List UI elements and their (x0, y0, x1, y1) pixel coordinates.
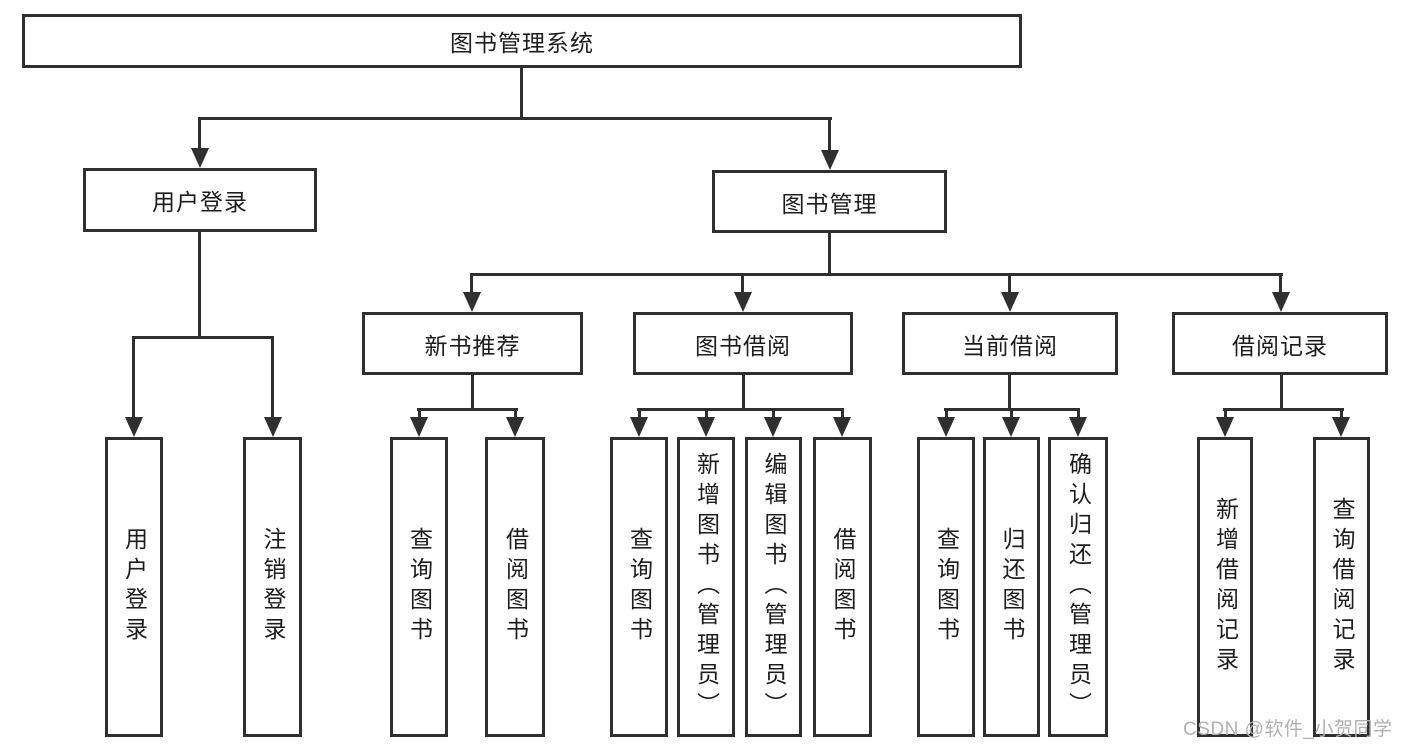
leaf-borrow-books: 借阅图书 (813, 437, 872, 737)
connector-line (471, 375, 474, 411)
arrowhead-down-icon (1002, 417, 1020, 437)
node-book-borrowing: 图书借阅 (633, 312, 853, 375)
node-book-management: 图书管理 (712, 170, 947, 233)
connector-line (418, 408, 421, 418)
leaf-return-books-label: 归还图书 (999, 527, 1025, 647)
connector-line (1008, 273, 1011, 293)
node-new-book-recommend: 新书推荐 (362, 312, 583, 375)
connector-line (198, 232, 201, 339)
leaf-query-borrow-record: 查询借阅记录 (1313, 437, 1370, 737)
arrowhead-down-icon (506, 417, 524, 437)
connector-line (271, 336, 274, 418)
arrowhead-down-icon (734, 292, 752, 312)
leaf-add-borrow-record: 新增借阅记录 (1197, 437, 1253, 737)
connector-line (1279, 273, 1282, 293)
leaf-logout-label: 注销登录 (260, 527, 286, 647)
leaf-user-login-label: 用户登录 (121, 527, 148, 647)
connector-line (198, 117, 832, 120)
connector-line (417, 408, 518, 411)
arrowhead-down-icon (833, 417, 851, 437)
leaf-logout: 注销登录 (243, 437, 302, 737)
arrowhead-down-icon (821, 150, 839, 170)
arrowhead-down-icon (125, 417, 143, 437)
node-user-login: 用户登录 (83, 168, 317, 232)
connector-line (772, 408, 775, 418)
connector-line (638, 408, 641, 418)
connector-line (1077, 408, 1080, 418)
connector-line (198, 117, 201, 149)
arrowhead-down-icon (463, 292, 481, 312)
leaf-confirm-return-admin: 确认归还（管理员） (1048, 437, 1108, 737)
leaf-borrow-books-label: 借阅图书 (830, 527, 856, 647)
leaf-query-borrow-record-label: 查询借阅记录 (1329, 497, 1355, 677)
leaf-edit-books-admin: 编辑图书（管理员） (745, 437, 802, 737)
leaf-borrow-books-recommend-label: 借阅图书 (502, 527, 529, 647)
arrowhead-down-icon (191, 148, 209, 168)
connector-line (705, 408, 708, 418)
arrowhead-down-icon (764, 417, 782, 437)
node-borrowing-records-label: 借阅记录 (1232, 332, 1328, 359)
leaf-add-books-admin-label: 新增图书（管理员） (693, 452, 720, 722)
leaf-add-books-admin: 新增图书（管理员） (677, 437, 735, 737)
leaf-query-books-recommend-label: 查询图书 (406, 527, 433, 647)
connector-line (828, 233, 831, 276)
arrowhead-down-icon (410, 417, 428, 437)
connector-line (132, 336, 274, 339)
arrowhead-down-icon (1272, 292, 1290, 312)
arrowhead-down-icon (937, 417, 955, 437)
node-borrowing-records: 借阅记录 (1172, 312, 1388, 375)
leaf-borrow-books-recommend: 借阅图书 (485, 437, 545, 737)
arrowhead-down-icon (630, 417, 648, 437)
leaf-edit-books-admin-label: 编辑图书（管理员） (761, 452, 787, 722)
arrowhead-down-icon (1069, 417, 1087, 437)
node-new-book-recommend-label: 新书推荐 (424, 332, 521, 359)
arrowhead-down-icon (1332, 417, 1350, 437)
arrowhead-down-icon (1001, 292, 1019, 312)
connector-line (841, 408, 844, 418)
node-current-borrowing: 当前借阅 (902, 312, 1118, 375)
leaf-return-books: 归还图书 (983, 437, 1040, 737)
connector-line (1008, 375, 1011, 411)
leaf-query-books-recommend: 查询图书 (390, 437, 448, 737)
leaf-query-books-current: 查询图书 (917, 437, 975, 737)
connector-line (1010, 408, 1013, 418)
connector-line (470, 273, 1283, 276)
connector-line (520, 68, 523, 120)
leaf-user-login: 用户登录 (105, 437, 163, 737)
connector-line (828, 117, 831, 151)
connector-line (470, 273, 473, 293)
node-current-borrowing-label: 当前借阅 (962, 332, 1058, 359)
connector-line (637, 408, 844, 411)
node-book-management-label: 图书管理 (781, 190, 878, 217)
csdn-watermark: CSDN @软件_小贺同学 (1183, 719, 1393, 740)
leaf-confirm-return-admin-label: 确认归还（管理员） (1065, 452, 1092, 722)
connector-line (1224, 408, 1227, 418)
connector-line (1280, 375, 1283, 411)
node-user-login-label: 用户登录 (152, 189, 248, 215)
node-root-label: 图书管理系统 (450, 30, 594, 56)
leaf-query-books-borrowing-label: 查询图书 (626, 527, 653, 647)
leaf-query-books-current-label: 查询图书 (933, 527, 960, 647)
leaf-query-books-borrowing: 查询图书 (610, 437, 668, 737)
node-book-borrowing-label: 图书借阅 (695, 332, 791, 359)
arrowhead-down-icon (264, 417, 282, 437)
connector-line (1340, 408, 1343, 418)
arrowhead-down-icon (1216, 417, 1234, 437)
connector-line (1223, 408, 1344, 411)
connector-line (514, 408, 517, 418)
arrowhead-down-icon (697, 417, 715, 437)
leaf-add-borrow-record-label: 新增借阅记录 (1212, 497, 1239, 677)
connector-line (741, 273, 744, 293)
connector-line (132, 336, 135, 418)
connector-line (742, 375, 745, 411)
node-root: 图书管理系统 (22, 14, 1022, 68)
connector-line (945, 408, 948, 418)
